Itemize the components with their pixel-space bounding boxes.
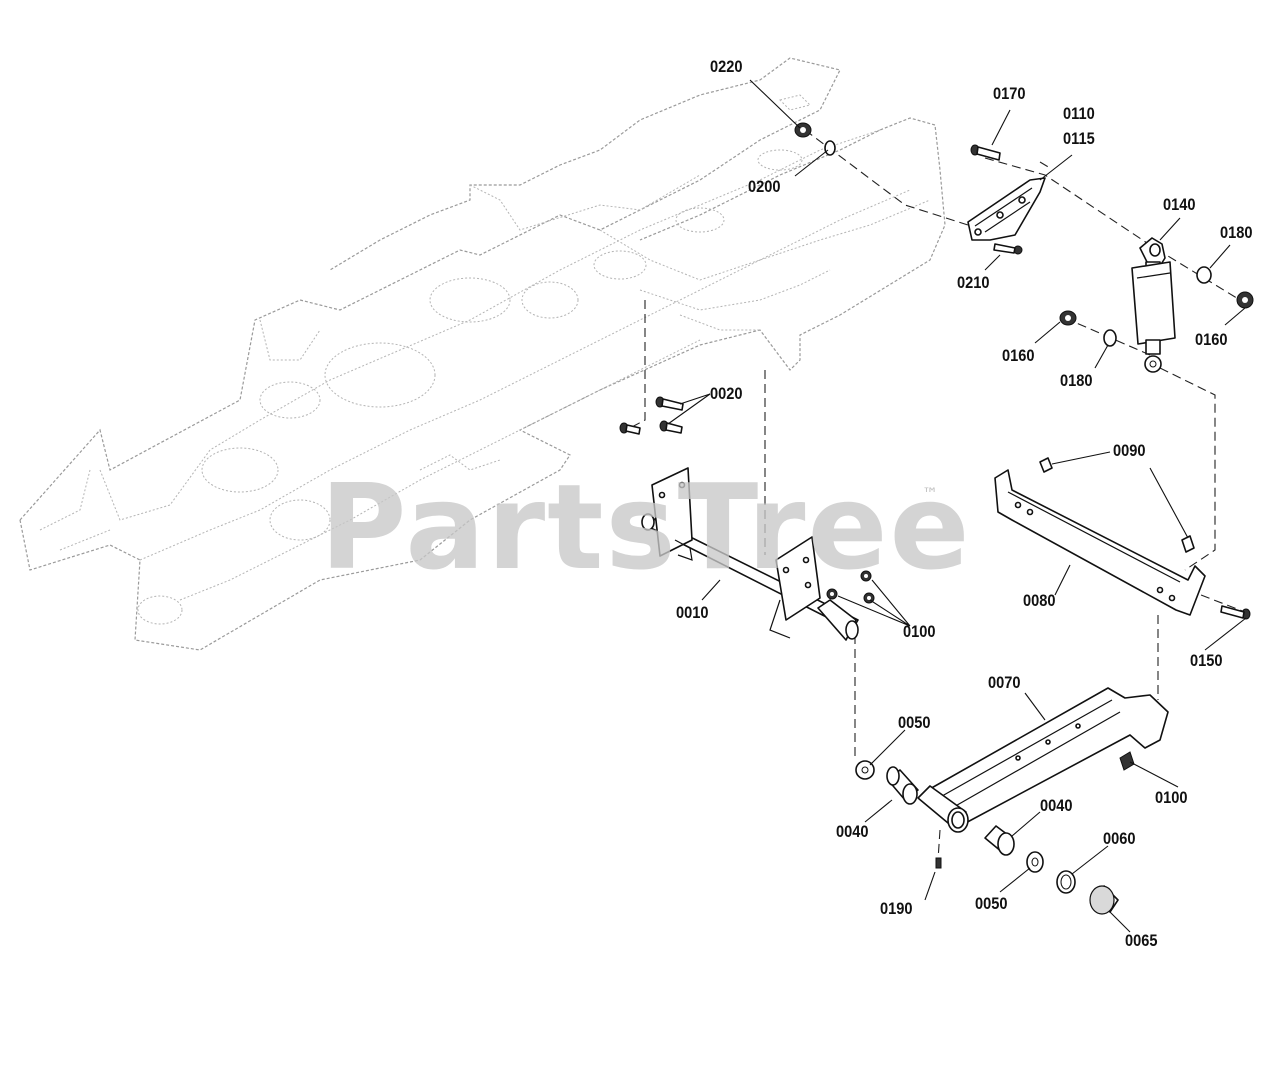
callout-0115: 0115 <box>1063 129 1095 148</box>
bolts-0090 <box>1039 457 1195 553</box>
bolt-0210 <box>993 243 1023 255</box>
nuts-0100-upper <box>826 570 875 604</box>
nut-0100-lower <box>1119 751 1135 771</box>
callout-0020: 0020 <box>710 384 743 403</box>
bolts-0020 <box>619 396 684 435</box>
tractor-frame-outline <box>19 57 946 651</box>
bushing-0040-right <box>984 825 1015 856</box>
nut-0160-top <box>1236 291 1254 309</box>
washer-0200 <box>824 140 836 156</box>
bolt-0150 <box>1220 605 1251 620</box>
callout-0200: 0200 <box>748 177 781 196</box>
callout-0040-right: 0040 <box>1040 796 1073 815</box>
callout-0170: 0170 <box>993 84 1026 103</box>
callout-0160-right: 0160 <box>1195 330 1228 349</box>
callout-0190: 0190 <box>880 899 913 918</box>
cap-0065 <box>1089 885 1119 915</box>
bolt-0170 <box>970 144 1001 161</box>
nut-0160-bottom <box>1059 310 1077 326</box>
callout-0070: 0070 <box>988 673 1021 692</box>
callout-0100-upper: 0100 <box>903 622 936 641</box>
washer-0180-bottom <box>1103 329 1117 347</box>
shock-absorber <box>1131 237 1176 373</box>
axle-bracket-0080 <box>994 469 1206 616</box>
callout-0180-top: 0180 <box>1220 223 1253 242</box>
bushing-0040-left <box>886 766 919 805</box>
callout-0050-left: 0050 <box>898 713 931 732</box>
callout-0065: 0065 <box>1125 931 1158 950</box>
callout-0210: 0210 <box>957 273 990 292</box>
washer-0050-right <box>1026 851 1044 873</box>
front-axle-0070 <box>917 687 1169 833</box>
grease-fitting-0190 <box>935 857 942 869</box>
washer-0060 <box>1056 870 1076 894</box>
callout-0060: 0060 <box>1103 829 1136 848</box>
axle-mount-0010 <box>641 467 859 641</box>
callout-0160-left: 0160 <box>1002 346 1035 365</box>
callout-0220: 0220 <box>710 57 743 76</box>
callout-0040-left: 0040 <box>836 822 869 841</box>
washer-0050-left <box>855 760 875 780</box>
callout-0140: 0140 <box>1163 195 1196 214</box>
callout-0090: 0090 <box>1113 441 1146 460</box>
callout-0080: 0080 <box>1023 591 1056 610</box>
trademark-symbol: ™ <box>922 484 938 503</box>
leader-lines <box>667 79 1247 933</box>
callout-0180-bottom: 0180 <box>1060 371 1093 390</box>
callout-0050-right: 0050 <box>975 894 1008 913</box>
shock-mount-bracket <box>967 177 1046 241</box>
watermark-logo: PartsTree <box>320 458 972 596</box>
callout-0100-lower: 0100 <box>1155 788 1188 807</box>
callout-0010: 0010 <box>676 603 709 622</box>
callout-0110: 0110 <box>1063 104 1095 123</box>
assembly-lines <box>629 129 1246 861</box>
callout-0150: 0150 <box>1190 651 1223 670</box>
washer-0180-top <box>1196 266 1212 284</box>
